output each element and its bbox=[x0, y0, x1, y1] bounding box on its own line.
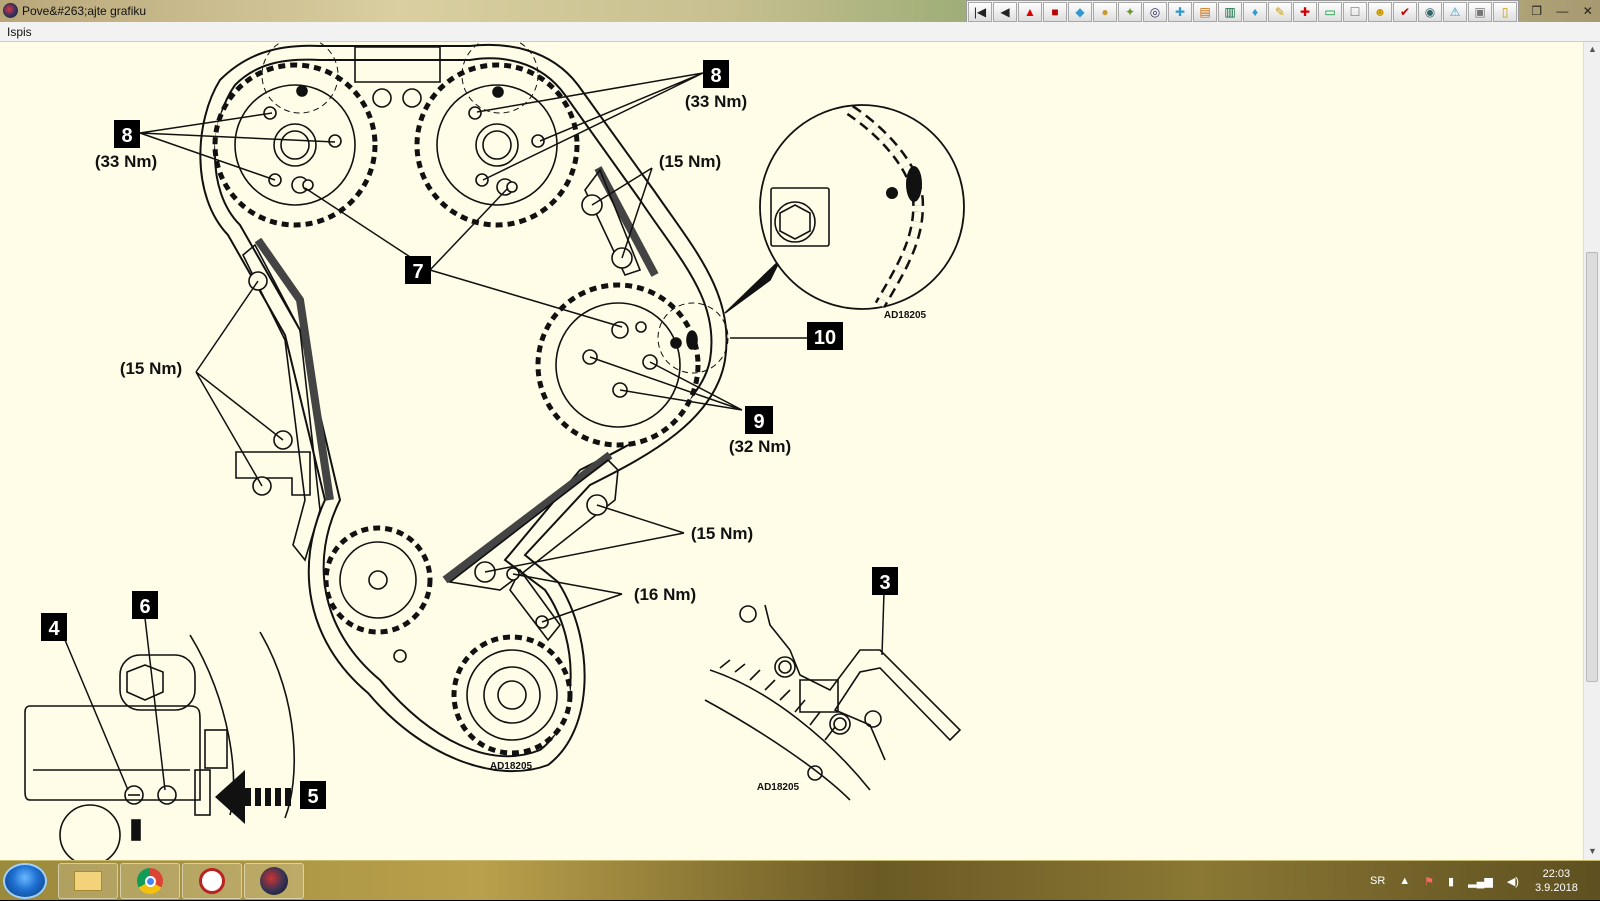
tool-icon-17[interactable]: ☻ bbox=[1368, 2, 1392, 22]
window-title: Pove&#263;ajte grafiku bbox=[22, 4, 147, 18]
arrow-5 bbox=[215, 770, 245, 824]
svg-text:8: 8 bbox=[121, 125, 132, 147]
tool-icon-19[interactable]: ◉ bbox=[1418, 2, 1442, 22]
callout-5: 5 bbox=[300, 781, 326, 809]
scroll-down-icon[interactable]: ▼ bbox=[1588, 846, 1597, 856]
svg-text:6: 6 bbox=[139, 596, 150, 618]
svg-text:10: 10 bbox=[814, 327, 836, 349]
timing-mark-circle-right bbox=[461, 42, 539, 114]
timing-chain bbox=[199, 43, 728, 773]
volume-icon[interactable]: ◀) bbox=[1506, 875, 1519, 888]
clock-date: 3.9.2018 bbox=[1535, 882, 1578, 894]
chrome-icon[interactable] bbox=[120, 863, 180, 899]
tool-icon-20[interactable]: ⚠ bbox=[1443, 2, 1467, 22]
svg-text:4: 4 bbox=[48, 618, 60, 640]
chain-guides bbox=[254, 166, 659, 584]
language-indicator[interactable]: SR bbox=[1370, 875, 1386, 887]
reference-code: AD18205 bbox=[757, 782, 800, 793]
svg-text:5: 5 bbox=[307, 786, 318, 808]
camshaft-sprocket-right bbox=[414, 62, 580, 228]
torque-label: (33 Nm) bbox=[685, 92, 747, 111]
guide-brackets bbox=[235, 46, 642, 642]
intermediate-sprocket bbox=[535, 282, 701, 448]
device-tray-icon[interactable]: ▮ bbox=[1448, 875, 1455, 888]
scroll-up-icon[interactable]: ▲ bbox=[1588, 44, 1597, 54]
toolbar: |◀ ◀ ▲ ■ ◆ ● ✦ ◎ ✚ ▤ ▥ ♦ ✎ ✚ ▭ ☐ ☻ ✔ ◉ ⚠… bbox=[966, 0, 1519, 24]
crankshaft-sprocket bbox=[451, 634, 573, 756]
menu-item-ispis[interactable]: Ispis bbox=[7, 25, 32, 39]
tool-icon-14[interactable]: ✚ bbox=[1293, 2, 1317, 22]
taskbar: SR ▲ ⚑ ▮ ▂▄▆ ◀) 22:03 3.9.2018 bbox=[0, 860, 1600, 900]
tool-icon-11[interactable]: ▥ bbox=[1218, 2, 1242, 22]
tool-icon-21[interactable]: ▣ bbox=[1468, 2, 1492, 22]
svg-text:7: 7 bbox=[412, 261, 423, 283]
tool-icon-18[interactable]: ✔ bbox=[1393, 2, 1417, 22]
timing-chain-diagram: 8 8 7 10 9 3 4 6 5 (33 Nm) (33 Nm) (15 N… bbox=[24, 42, 965, 860]
vertical-scrollbar[interactable]: ▲ ▼ bbox=[1583, 42, 1600, 860]
first-page-icon[interactable]: |◀ bbox=[968, 2, 992, 22]
svg-text:9: 9 bbox=[753, 411, 764, 433]
restore-icon[interactable]: ❐ bbox=[1531, 4, 1542, 18]
torque-label: (33 Nm) bbox=[95, 152, 157, 171]
window-controls: ❐ — ✕ bbox=[1524, 0, 1600, 22]
tool-icon-22[interactable]: ▯ bbox=[1493, 2, 1517, 22]
callout-6: 6 bbox=[132, 591, 158, 619]
tool-icon-9[interactable]: ✚ bbox=[1168, 2, 1192, 22]
clock-time: 22:03 bbox=[1542, 868, 1571, 880]
tool-icon-6[interactable]: ● bbox=[1093, 2, 1117, 22]
callout-4: 4 bbox=[41, 613, 67, 641]
timing-mark-circle-left bbox=[261, 42, 339, 114]
tool-icon-15[interactable]: ▭ bbox=[1318, 2, 1342, 22]
start-button[interactable] bbox=[3, 863, 47, 899]
reference-code: AD18205 bbox=[490, 761, 533, 772]
close-icon[interactable]: ✕ bbox=[1582, 4, 1593, 18]
lower-sprocket-left bbox=[323, 525, 433, 635]
tool-icon-7[interactable]: ✦ bbox=[1118, 2, 1142, 22]
tool-icon-12[interactable]: ♦ bbox=[1243, 2, 1267, 22]
svg-text:3: 3 bbox=[879, 572, 890, 594]
detail-circle-small bbox=[657, 302, 729, 374]
menu-bar: Ispis bbox=[0, 22, 1600, 42]
svg-text:8: 8 bbox=[710, 65, 721, 87]
callout-9: 9 bbox=[745, 406, 773, 434]
crank-locking-tool-inset bbox=[704, 604, 962, 801]
taskbar-clock[interactable]: 22:03 3.9.2018 bbox=[1535, 867, 1578, 895]
tool-icon-8[interactable]: ◎ bbox=[1143, 2, 1167, 22]
callout-3: 3 bbox=[872, 567, 898, 595]
network-icon[interactable]: ▂▄▆ bbox=[1468, 875, 1493, 888]
torque-label: (15 Nm) bbox=[120, 359, 182, 378]
app-icon bbox=[3, 3, 18, 18]
torque-label: (32 Nm) bbox=[729, 437, 791, 456]
scrollbar-thumb[interactable] bbox=[1586, 252, 1598, 682]
clock-app-icon[interactable] bbox=[182, 863, 242, 899]
flag-icon[interactable]: ■ bbox=[1043, 2, 1067, 22]
callout-8-right: 8 bbox=[703, 60, 729, 88]
tool-icon-5[interactable]: ◆ bbox=[1068, 2, 1092, 22]
detail-magnified-view bbox=[759, 104, 965, 310]
callout-7: 7 bbox=[405, 256, 431, 284]
torque-label: (15 Nm) bbox=[691, 524, 753, 543]
tool-icon-13[interactable]: ✎ bbox=[1268, 2, 1292, 22]
diagram-canvas: 8 8 7 10 9 3 4 6 5 (33 Nm) (33 Nm) (15 N… bbox=[0, 42, 1583, 860]
reference-code: AD18205 bbox=[884, 310, 927, 321]
leader-lines bbox=[139, 72, 807, 623]
warning-icon[interactable]: ▲ bbox=[1018, 2, 1042, 22]
system-tray: SR ▲ ⚑ ▮ ▂▄▆ ◀) bbox=[1370, 861, 1519, 901]
camshaft-sprocket-left bbox=[212, 62, 378, 228]
tensioner-inset bbox=[24, 631, 295, 860]
minimize-icon[interactable]: — bbox=[1556, 4, 1569, 18]
torque-label: (15 Nm) bbox=[659, 152, 721, 171]
car-app-icon[interactable] bbox=[244, 863, 304, 899]
tool-icon-16[interactable]: ☐ bbox=[1343, 2, 1367, 22]
tool-icon-10[interactable]: ▤ bbox=[1193, 2, 1217, 22]
show-hidden-icons-icon[interactable]: ▲ bbox=[1399, 875, 1411, 887]
torque-label: (16 Nm) bbox=[634, 585, 696, 604]
previous-page-icon[interactable]: ◀ bbox=[993, 2, 1017, 22]
file-explorer-icon[interactable] bbox=[58, 863, 118, 899]
callout-10: 10 bbox=[807, 322, 843, 350]
callout-8-left: 8 bbox=[114, 120, 140, 148]
flag-tray-icon[interactable]: ⚑ bbox=[1424, 875, 1435, 888]
